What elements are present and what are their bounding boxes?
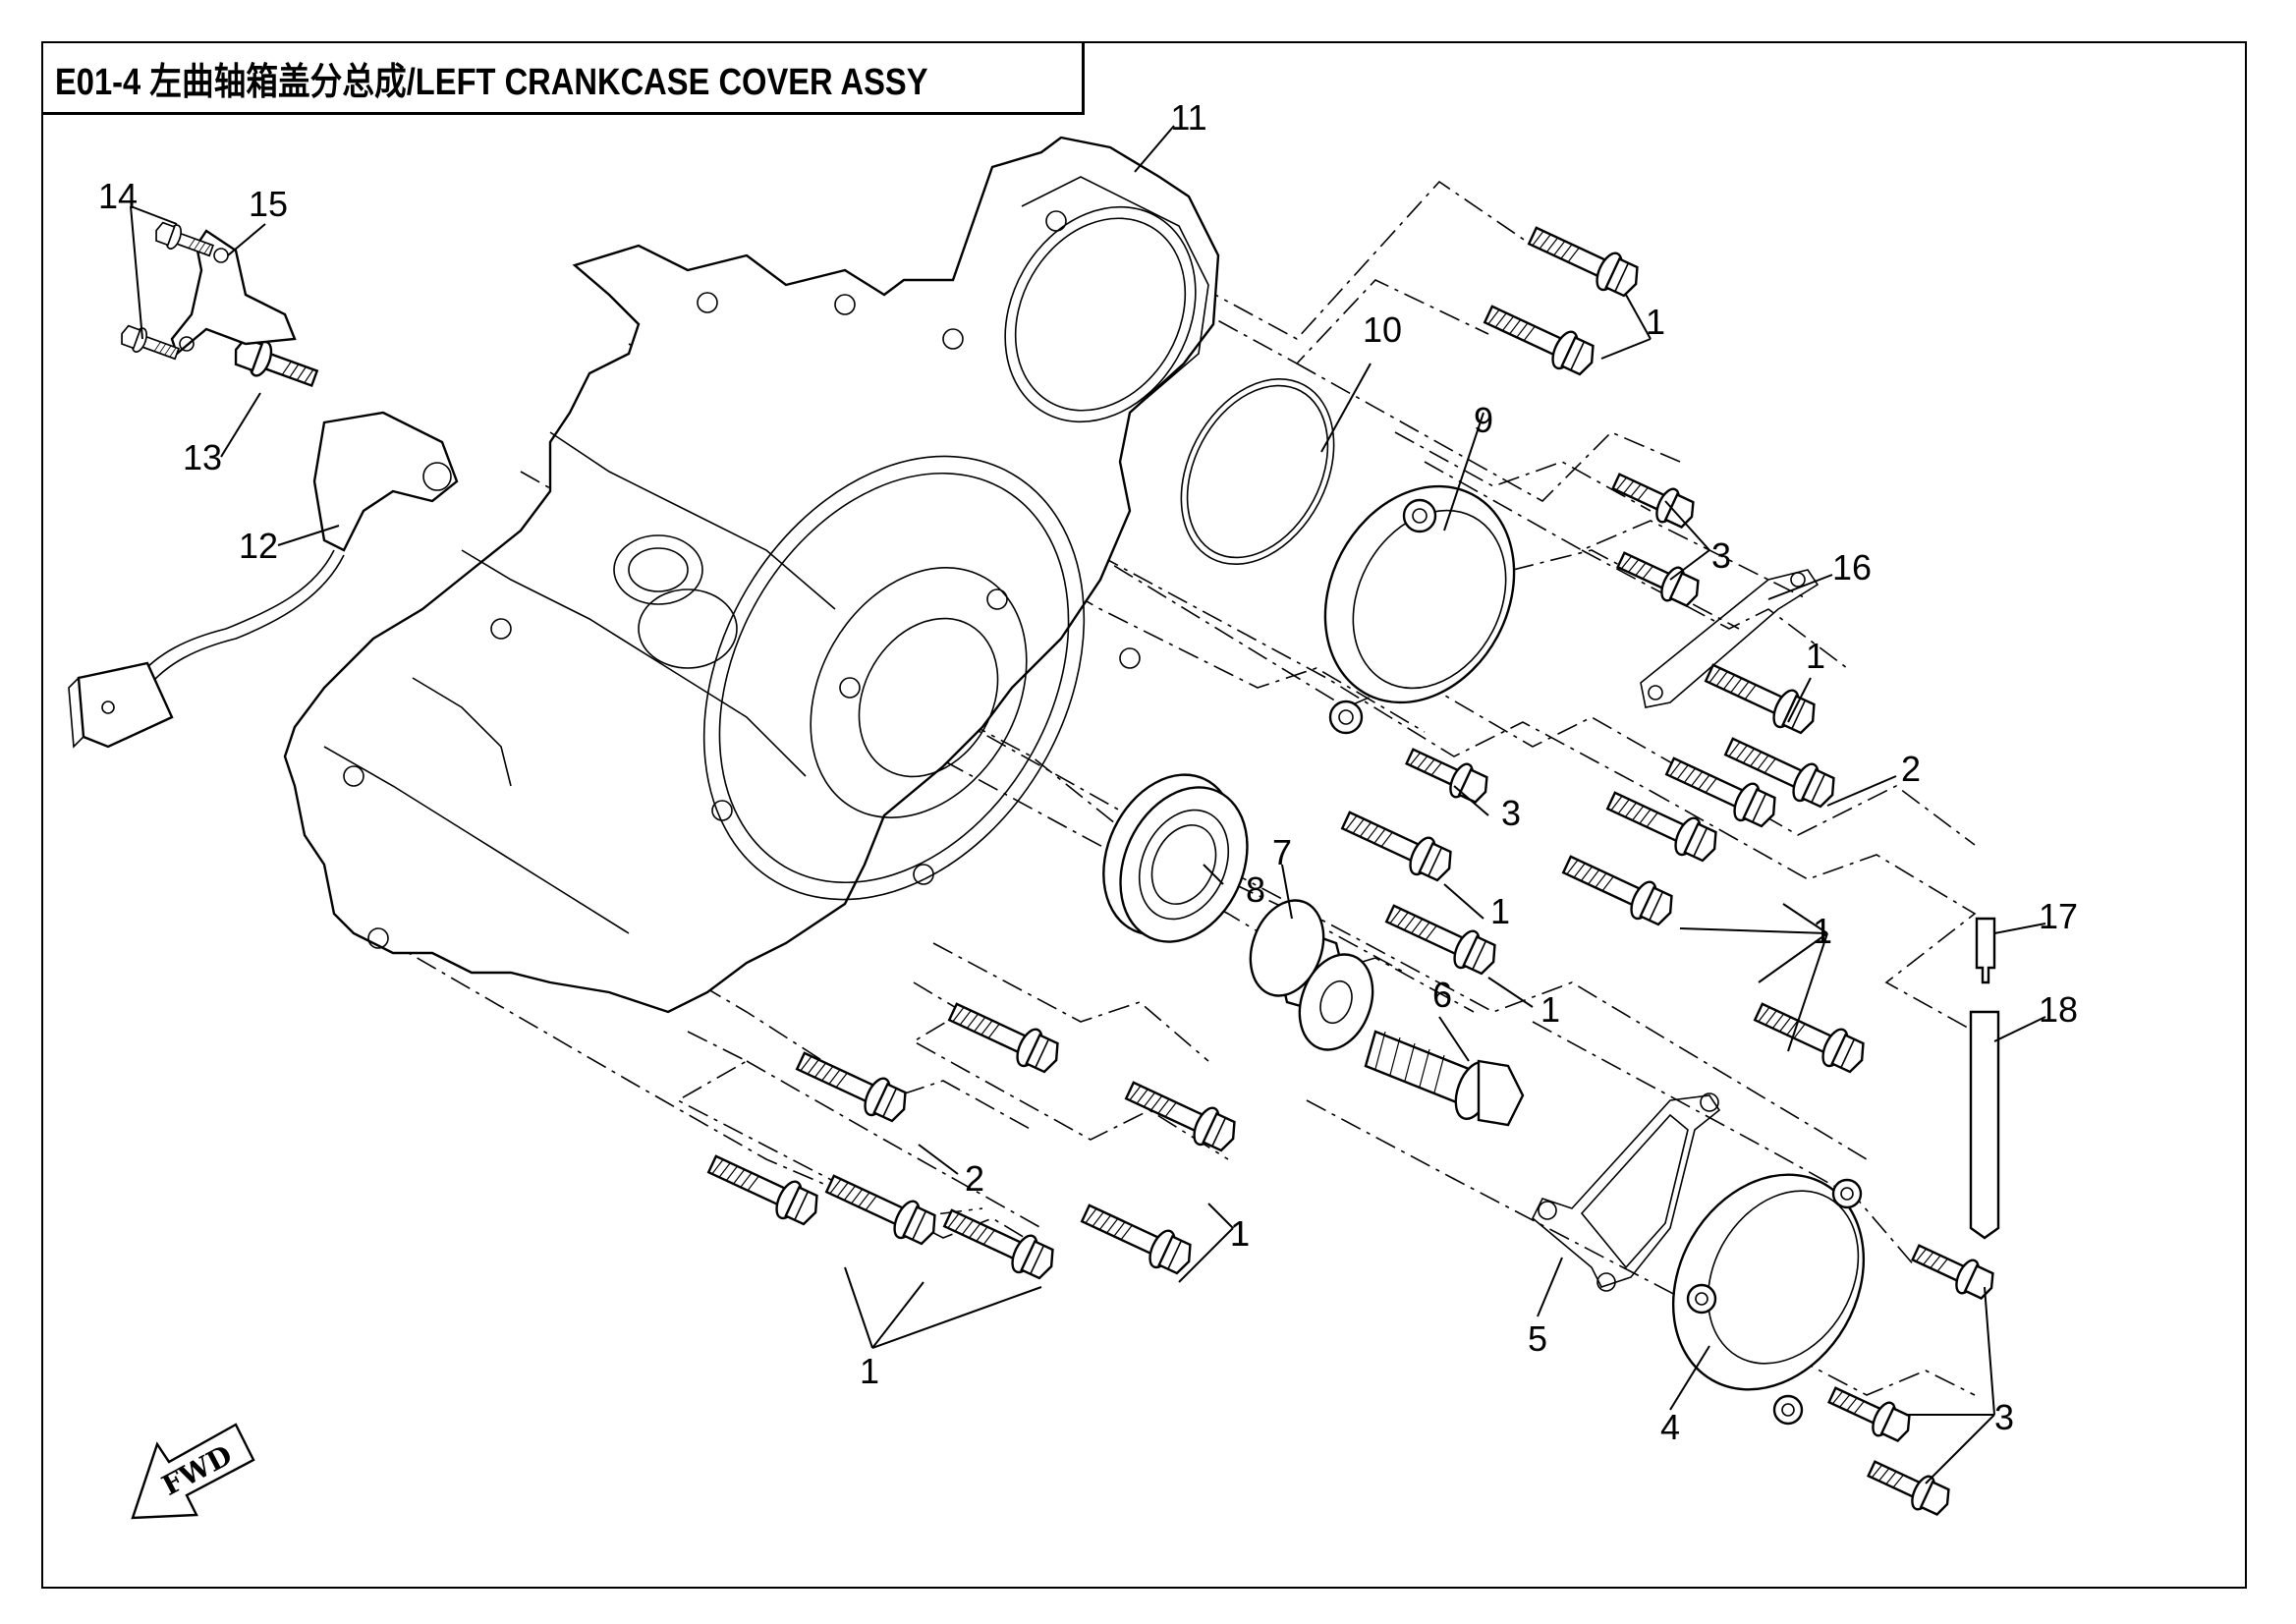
callout-label: 16 xyxy=(1832,547,1872,588)
callout-label: 13 xyxy=(183,437,222,477)
callout-label: 1 xyxy=(1646,302,1665,342)
title-box: E01-4 左曲轴箱盖分总成/LEFT CRANKCASE COVER ASSY xyxy=(43,43,1086,115)
callout-leaders xyxy=(130,125,2046,1484)
o-ring-icon xyxy=(1180,377,1335,566)
callout-label: 3 xyxy=(1501,793,1521,833)
callout-label: 5 xyxy=(1528,1318,1547,1359)
cover-cap-icon xyxy=(1671,1173,1866,1426)
dowel-rod-icon xyxy=(1969,1010,2000,1240)
callout-label: 11 xyxy=(1170,97,1206,138)
callout-label: 9 xyxy=(1474,400,1493,440)
callout-label: 8 xyxy=(1246,869,1265,910)
callout-label: 1 xyxy=(860,1351,879,1391)
callout-label: 12 xyxy=(239,526,278,566)
callout-label: 1 xyxy=(1490,891,1510,931)
forward-direction-arrow: FWD xyxy=(131,1423,255,1520)
flange-bolt-icon xyxy=(1364,1030,1525,1127)
bearing-icon xyxy=(1102,773,1249,943)
bracket-icon xyxy=(170,229,297,357)
bushing-icon xyxy=(1249,899,1374,1051)
callout-label: 15 xyxy=(249,184,288,224)
callout-label: 1 xyxy=(1813,911,1832,951)
gasket-icon xyxy=(1640,569,1820,708)
callout-label: 2 xyxy=(1901,749,1921,789)
callout-label: 3 xyxy=(1994,1397,2014,1437)
callout-label: 1 xyxy=(1806,636,1825,676)
callout-label: 1 xyxy=(1540,989,1560,1030)
pin-icon xyxy=(1975,917,1996,984)
callout-label: 1 xyxy=(1230,1213,1250,1254)
callout-label: 17 xyxy=(2039,896,2078,936)
callout-label: 6 xyxy=(1432,975,1452,1015)
callout-label: 2 xyxy=(965,1158,984,1199)
callout-label: 1 xyxy=(1230,1213,1250,1254)
gasket-icon xyxy=(1532,1092,1721,1292)
sensor-icon xyxy=(68,411,459,749)
callout-label: 3 xyxy=(1711,535,1731,576)
page-title: E01-4 左曲轴箱盖分总成/LEFT CRANKCASE COVER ASSY xyxy=(55,61,928,103)
crankcase-cover-icon xyxy=(283,136,1220,1014)
callout-label: 18 xyxy=(2039,989,2078,1030)
cover-cap-icon xyxy=(1323,484,1516,735)
callout-label: 14 xyxy=(98,176,138,216)
callout-label: 10 xyxy=(1363,309,1402,350)
callout-labels: 11 10 9 1 3 16 14 15 13 12 1 2 3 1 1 7 8… xyxy=(98,97,2078,1447)
drawing-frame: E01-4 左曲轴箱盖分总成/LEFT CRANKCASE COVER ASSY xyxy=(41,41,2247,1589)
callout-label: 7 xyxy=(1272,832,1292,872)
callout-label: 4 xyxy=(1660,1407,1680,1447)
